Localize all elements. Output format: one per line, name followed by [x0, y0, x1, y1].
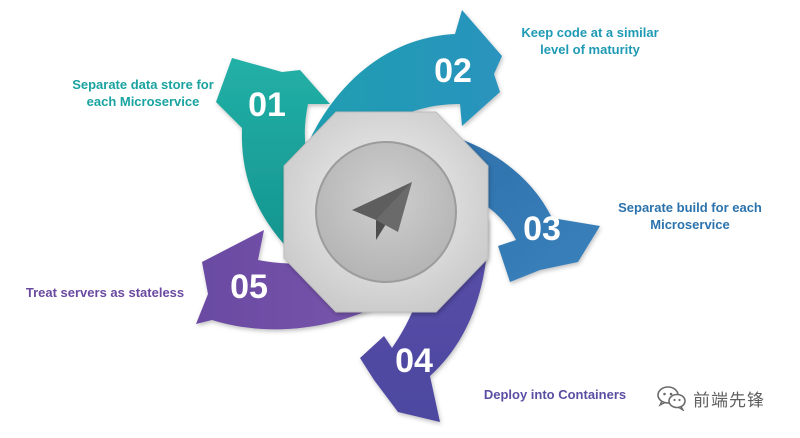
step-label-02-line-2: level of maturity: [540, 42, 640, 57]
paper-plane-icon: [352, 182, 412, 240]
step-number-04: 04: [395, 342, 433, 380]
watermark-text: 前端先锋: [693, 390, 765, 411]
step-label-02: Keep code at a similar level of maturity: [505, 24, 675, 58]
step-label-05-line-1: Treat servers as stateless: [25, 285, 185, 300]
step-label-05: Treat servers as stateless: [16, 284, 194, 301]
step-label-01-line-1: Separate data store for: [72, 77, 214, 92]
wechat-icon: [657, 386, 686, 411]
step-label-04-line-1: Deploy into Containers: [483, 387, 627, 402]
step-label-03-line-2: Microservice: [650, 217, 730, 232]
watermark: 前端先锋: [657, 384, 765, 412]
step-number-01: 01: [248, 86, 286, 124]
step-label-03-line-1: Separate build for each: [618, 200, 762, 215]
step-label-04: Deploy into Containers: [470, 386, 640, 403]
step-label-01-line-2: each Microservice: [86, 94, 200, 109]
step-number-05: 05: [230, 268, 268, 306]
step-label-02-line-1: Keep code at a similar: [521, 25, 659, 40]
step-number-02: 02: [434, 52, 472, 90]
step-number-03: 03: [523, 210, 561, 248]
step-label-01: Separate data store for each Microservic…: [48, 76, 238, 110]
step-label-03: Separate build for each Microservice: [600, 199, 780, 233]
